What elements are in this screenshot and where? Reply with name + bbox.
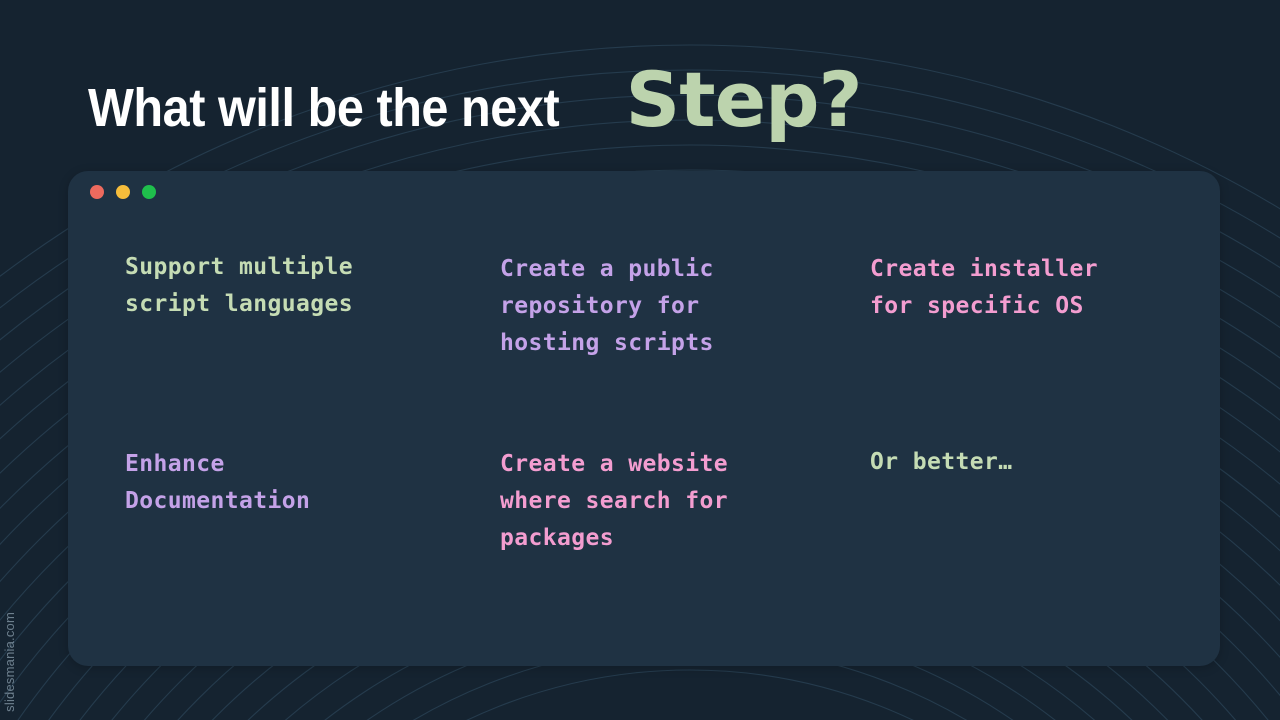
window-titlebar (90, 185, 156, 199)
close-button-icon[interactable] (90, 185, 104, 199)
roadmap-item-enhance-documentation: Enhance Documentation (125, 451, 311, 514)
page-title-accent: Step? (625, 55, 863, 144)
roadmap-item-create-a-website-for-packages: Create a website where search for packag… (500, 451, 728, 551)
roadmap-item-create-a-public-repository: Create a public repository for hosting s… (500, 256, 714, 356)
page-title: What will be the next Step? (88, 55, 863, 158)
roadmap-item-support-multiple-script-languages: Support multiple script languages (125, 254, 353, 317)
roadmap-items-grid: Support multiple script languages Create… (125, 251, 1185, 557)
minimize-button-icon[interactable] (116, 185, 130, 199)
window-card: Support multiple script languages Create… (68, 171, 1220, 666)
maximize-button-icon[interactable] (142, 185, 156, 199)
slidesmania-watermark: slidesmania.com (2, 612, 17, 712)
roadmap-item-create-installer-for-specific-os: Create installer for specific OS (870, 256, 1098, 319)
roadmap-item-or-better: Or better… (870, 449, 1013, 475)
page-title-main: What will be the next (88, 78, 560, 138)
